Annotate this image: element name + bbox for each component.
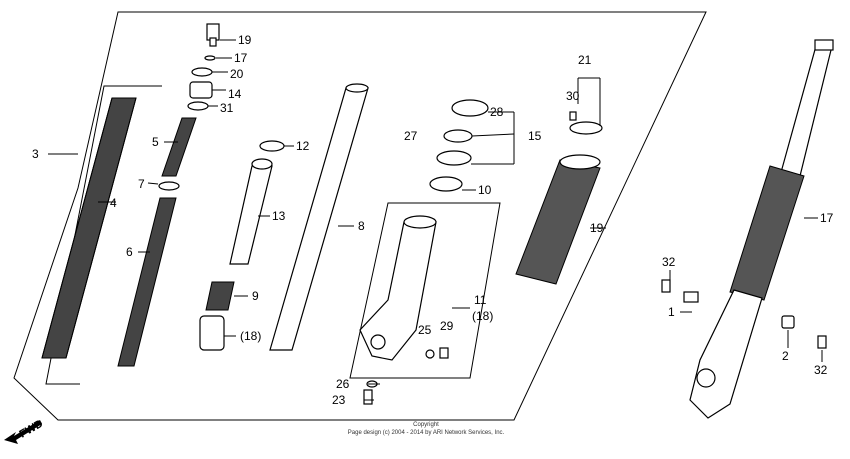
callout-32a: 32 bbox=[662, 255, 676, 269]
nut-2 bbox=[781, 315, 795, 329]
washer-24 bbox=[191, 67, 213, 77]
callout-32b: 32 bbox=[814, 363, 828, 377]
ring-27 bbox=[443, 129, 473, 143]
assembled-tube bbox=[779, 45, 833, 177]
bolt-22 bbox=[363, 389, 373, 405]
spring-5 bbox=[161, 117, 197, 177]
leader-lines bbox=[48, 39, 823, 401]
callout-26: 26 bbox=[336, 377, 350, 391]
bracket-1 bbox=[683, 291, 699, 303]
ring-10 bbox=[429, 176, 463, 192]
callout-14: 13 bbox=[272, 209, 286, 223]
fwd-arrow-icon bbox=[4, 420, 42, 444]
callout-10: 10 bbox=[478, 183, 492, 197]
callout-11: 11 bbox=[474, 293, 487, 307]
spring-6 bbox=[117, 197, 177, 367]
callout-5: 5 bbox=[152, 135, 159, 149]
callout-18: (18) bbox=[472, 309, 493, 323]
fwd-arrow: FWD bbox=[4, 418, 45, 444]
callout-27: 27 bbox=[404, 129, 418, 143]
callout-17: 17 bbox=[820, 211, 834, 225]
callout-3: 3 bbox=[32, 147, 39, 161]
assembled-boot-17 bbox=[729, 165, 805, 301]
rod-14-top bbox=[251, 158, 273, 170]
callout-24: 20 bbox=[230, 67, 244, 81]
callout-16: 15 bbox=[528, 129, 542, 143]
boot-19-top bbox=[559, 154, 601, 170]
bushing-12 bbox=[199, 315, 225, 351]
callout-22: 23 bbox=[332, 393, 346, 407]
callout-4: 4 bbox=[110, 196, 117, 210]
callout-6: 6 bbox=[126, 245, 133, 259]
rod-14 bbox=[229, 165, 273, 265]
callout-9: 9 bbox=[252, 289, 259, 303]
ring-13 bbox=[259, 140, 285, 152]
callout-23: 19 bbox=[238, 33, 252, 47]
copyright-line-1: Copyright bbox=[413, 422, 439, 428]
long-spring-4 bbox=[41, 97, 137, 359]
ring-31 bbox=[187, 101, 209, 111]
assembled-cap bbox=[814, 39, 834, 51]
callout-12: (18) bbox=[240, 329, 261, 343]
slider-11 bbox=[359, 221, 437, 361]
callout-13: 12 bbox=[296, 139, 310, 153]
callout-19: 19 bbox=[590, 221, 604, 235]
washer-25 bbox=[425, 349, 435, 359]
assembled-slider bbox=[689, 289, 763, 419]
callout-2: 2 bbox=[782, 349, 789, 363]
callout-15: 14 bbox=[228, 87, 242, 101]
callout-20: 21 bbox=[578, 53, 592, 67]
callout-25: 25 bbox=[418, 323, 432, 337]
seal-16 bbox=[436, 150, 472, 166]
callout-31: 31 bbox=[220, 101, 234, 115]
exploded-view-frame bbox=[13, 11, 707, 421]
bolt-32b bbox=[817, 335, 827, 349]
o-ring-21 bbox=[204, 55, 216, 61]
assembled-axle-hole bbox=[696, 368, 716, 388]
bolt-29 bbox=[439, 347, 449, 359]
seat-7 bbox=[158, 181, 180, 191]
seal-28 bbox=[451, 99, 489, 117]
fwd-label: FWD bbox=[18, 418, 46, 441]
callout-29: 29 bbox=[440, 319, 454, 333]
clamp-20 bbox=[569, 121, 603, 135]
callout-30: 30 bbox=[566, 89, 580, 103]
callout-1: 1 bbox=[668, 305, 675, 319]
callout-7: 7 bbox=[138, 177, 145, 191]
boot-19 bbox=[515, 159, 601, 285]
callout-21: 17 bbox=[234, 51, 248, 65]
slider-axle-hole bbox=[370, 334, 386, 350]
bolt-23-thread bbox=[209, 37, 217, 47]
callout-8: 8 bbox=[358, 219, 365, 233]
slider-group-box bbox=[349, 202, 501, 379]
cap-15 bbox=[189, 81, 213, 99]
screw-30 bbox=[569, 111, 577, 121]
fork-tube-8-top bbox=[345, 83, 369, 93]
callout-28: 28 bbox=[490, 105, 504, 119]
spring-9 bbox=[205, 281, 235, 311]
copyright-line-2: Page design (c) 2004 - 2014 by ARI Netwo… bbox=[348, 430, 505, 436]
slider-11-top bbox=[403, 215, 437, 229]
bolt-32a bbox=[661, 279, 671, 293]
